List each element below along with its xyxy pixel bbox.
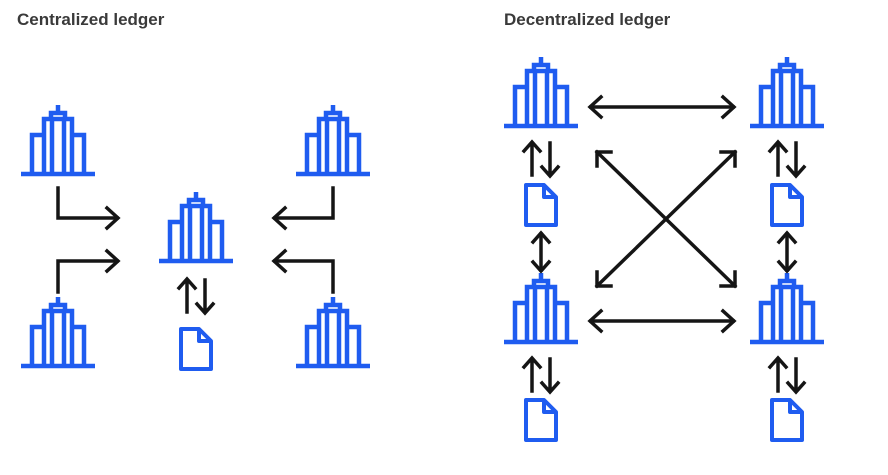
read-write-arrows-icon [177,277,215,315]
arrowhead-icon [587,308,737,334]
arrowhead-icon [271,205,288,231]
bank-node-top-left-icon [21,105,95,174]
arrowhead-icon [530,230,552,274]
ledger-copy-bottom-right-document-icon [770,398,804,442]
node-bottom-left-icon [504,273,578,342]
centralized-ledger-title: Centralized ledger [17,10,165,29]
central-authority-icon [159,192,233,261]
ledger-copy-bottom-left-document-icon [524,398,558,442]
sync-arrow-diagonal-2 [594,149,738,289]
arrow-bottom-left-to-center [56,259,119,294]
ledger-copy-top-right-document-icon [770,183,804,227]
read-write-arrows-icon [768,140,806,178]
bank-node-bottom-right-icon [296,297,370,366]
arrow-bottom-right-to-center [273,259,335,294]
decentralized-ledger-title: Decentralized ledger [504,10,671,29]
bank-node-bottom-left-icon [21,297,95,366]
arrow-top-left-to-center [56,186,119,220]
read-write-arrows-icon [522,356,560,394]
read-write-arrows-icon [768,356,806,394]
arrowhead-icon [271,248,288,274]
arrowhead-icon [587,94,737,120]
arrowhead-icon [776,230,798,274]
arrowhead-icon [595,150,737,288]
node-bottom-right-icon [750,273,824,342]
bank-node-top-right-icon [296,105,370,174]
arrowhead-icon [104,248,121,274]
node-top-left-icon [504,57,578,126]
arrow-top-right-to-center [273,186,335,220]
read-write-arrows-icon [522,140,560,178]
decentralized-arrows [530,94,798,334]
centralized-arrows [56,186,335,294]
central-ledger-document-icon [179,327,213,371]
arrowhead-icon [595,150,737,288]
arrowhead-icon [104,205,121,231]
ledger-copy-top-left-document-icon [524,183,558,227]
node-top-right-icon [750,57,824,126]
